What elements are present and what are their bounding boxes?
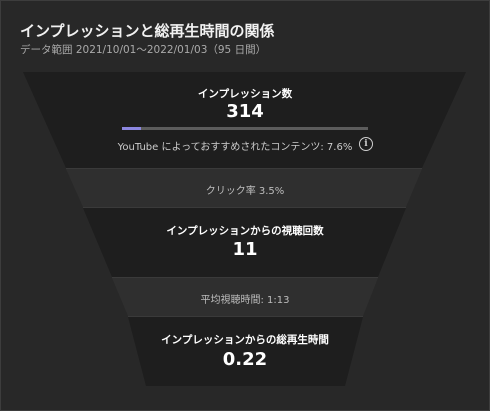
- recommended-progress-bar: [122, 127, 368, 130]
- watch-time-value: 0.22: [222, 349, 268, 370]
- recommended-progress-fill: [122, 127, 141, 130]
- stage-impressions: [23, 72, 466, 168]
- avg-duration-text: 平均視聴時間: 1:13: [200, 295, 290, 306]
- gap-ctr: [66, 169, 422, 207]
- views-value: 11: [232, 239, 258, 260]
- stage-views: [83, 208, 406, 277]
- impressions-value: 314: [226, 101, 264, 122]
- ctr-text: クリック率 3.5%: [205, 186, 285, 197]
- stage-watch-time: [128, 317, 363, 386]
- views-label: インプレッションからの視聴回数: [166, 225, 324, 237]
- info-icon[interactable]: i: [359, 137, 373, 151]
- card-title: インプレッションと総再生時間の関係: [20, 22, 275, 40]
- watch-time-label: インプレッションからの総再生時間: [161, 334, 329, 346]
- impressions-label: インプレッション数: [197, 88, 293, 100]
- gap-avg-duration: [112, 278, 378, 316]
- recommended-text: YouTube によっておすすめされたコンテンツ: 7.6%: [117, 142, 353, 153]
- date-range: データ範囲 2021/10/01～2022/01/03（95 日間）: [20, 44, 267, 56]
